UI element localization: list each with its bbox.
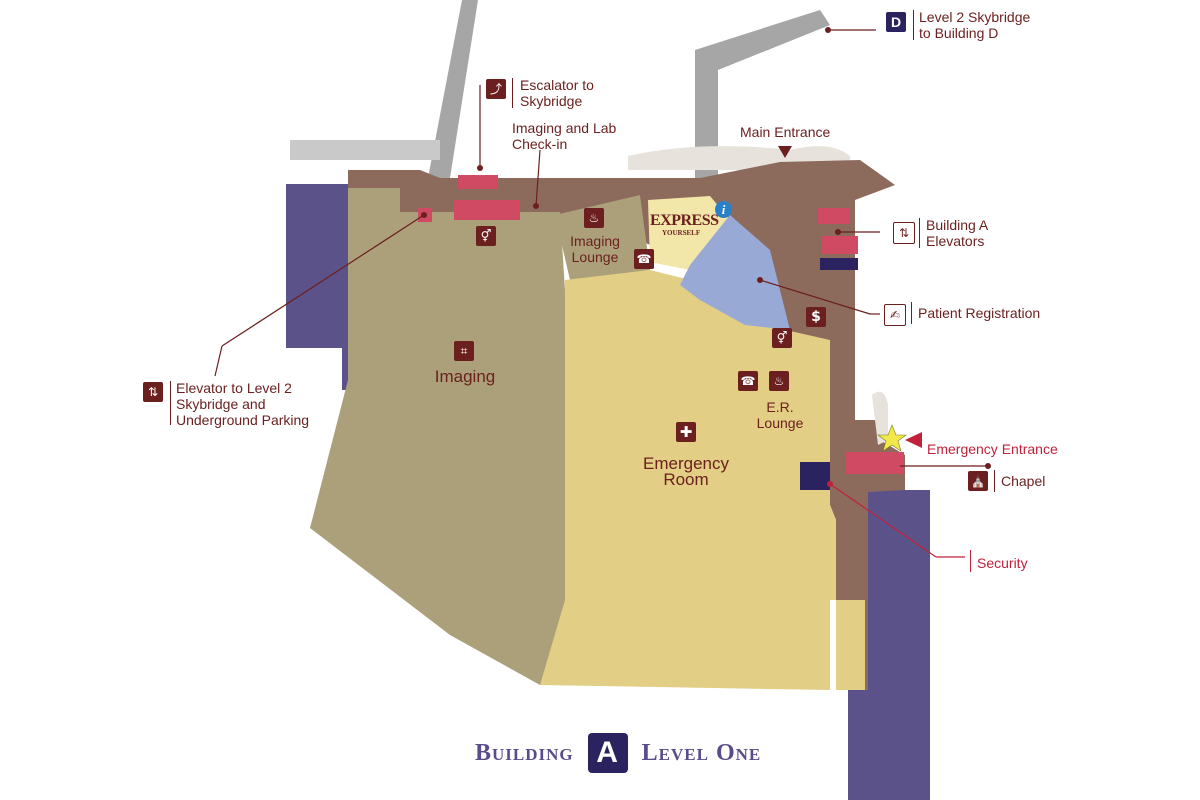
building-a-elevators-block xyxy=(818,208,850,224)
building-a-stairs xyxy=(820,258,858,270)
room-er-lounge-line2: Lounge xyxy=(756,415,804,431)
imaging-lab-line2: Check-in xyxy=(512,136,568,152)
callout-bar xyxy=(970,550,971,572)
emergency-entrance-label: Emergency Entrance xyxy=(927,441,1058,457)
xray-icon: ⌗ xyxy=(454,341,474,361)
main-entrance-arrow xyxy=(778,146,792,158)
building-a-elevators-line2: Elevators xyxy=(926,233,985,249)
building-a-elevators-line1: Building A xyxy=(926,217,989,233)
security-label: Security xyxy=(977,555,1028,571)
escalator-block xyxy=(458,175,498,189)
callout-bar xyxy=(994,470,995,492)
parking-walkway xyxy=(290,140,440,160)
room-imaging: Imaging xyxy=(434,367,496,386)
callout-bar xyxy=(911,302,912,324)
room-imaging-lounge-line1: Imaging xyxy=(570,233,620,249)
imaging-lounge-zone xyxy=(555,195,650,280)
lounge-icon: ♨ xyxy=(769,371,789,391)
phone-icon: ☎ xyxy=(634,249,654,269)
patient-registration-label: Patient Registration xyxy=(918,305,1041,321)
room-emergency-line1: Emergency xyxy=(643,454,729,473)
restroom-icon: ⚥ xyxy=(476,226,496,246)
registration-zone xyxy=(680,215,790,330)
elevator-icon: ⇅ xyxy=(143,382,163,402)
map-title: Building A Level One xyxy=(475,733,761,773)
escalator-icon: ⤴ xyxy=(486,79,506,99)
skybridge-d-line1: Level 2 Skybridge xyxy=(919,9,1031,25)
escalator-label-line1: Escalator to xyxy=(520,77,594,93)
express-yourself-logo: EXPRESS YOURSELF xyxy=(650,212,719,237)
callout-bar xyxy=(913,10,914,40)
escalator-label-line2: Skybridge xyxy=(520,93,583,109)
chapel-label: Chapel xyxy=(1001,473,1046,489)
emergency-drop-off xyxy=(872,391,888,445)
skybridge-d-line2: to Building D xyxy=(919,25,999,41)
security-block xyxy=(800,462,830,490)
room-imaging-lounge-line2: Lounge xyxy=(571,249,619,265)
parking-block-left xyxy=(286,184,348,390)
emergency-entrance-arrow xyxy=(905,432,922,448)
map-title-suffix: Level One xyxy=(641,739,762,766)
parking-block-right xyxy=(848,490,930,800)
express-zone xyxy=(648,196,730,270)
map-title-prefix: Building xyxy=(475,739,574,766)
elevator-level2-line1: Elevator to Level 2 xyxy=(176,380,292,396)
express-logo-subtext: YOURSELF xyxy=(662,229,701,237)
building-a-elevators-block-2 xyxy=(822,236,858,254)
chapel-block xyxy=(846,452,904,474)
callout-bar xyxy=(919,218,920,248)
building-badge: A xyxy=(587,733,628,773)
imaging-lab-checkin-block xyxy=(454,200,520,220)
imaging-lab-line1: Imaging and Lab xyxy=(512,120,617,136)
registration-icon: ✍ xyxy=(884,304,906,326)
callout-bar xyxy=(512,78,513,108)
elevator-level2-line3: Underground Parking xyxy=(176,412,310,428)
skybridge-walkway-left xyxy=(428,0,478,178)
express-logo-text: EXPRESS xyxy=(650,212,719,229)
imaging-zone xyxy=(310,188,565,685)
main-entrance-label: Main Entrance xyxy=(740,124,831,140)
elevator-icon: ⇅ xyxy=(893,222,915,244)
restroom-icon: ⚥ xyxy=(772,328,792,348)
elevator-level2-line2: Skybridge and xyxy=(176,396,266,412)
dollar-icon: $ xyxy=(806,307,826,327)
building-d-badge: D xyxy=(886,12,906,32)
room-emergency-line2: Room xyxy=(663,470,709,489)
phone-icon: ☎ xyxy=(738,371,758,391)
first-aid-icon: ✚ xyxy=(676,422,696,442)
callout-bar xyxy=(170,381,171,425)
info-icon: i xyxy=(715,201,732,218)
lounge-icon: ♨ xyxy=(584,208,604,228)
emergency-star xyxy=(877,424,907,452)
chapel-icon: ⛪ xyxy=(968,471,988,491)
skybridge-walkway-d xyxy=(695,10,830,178)
room-er-lounge-line1: E.R. xyxy=(766,399,794,415)
